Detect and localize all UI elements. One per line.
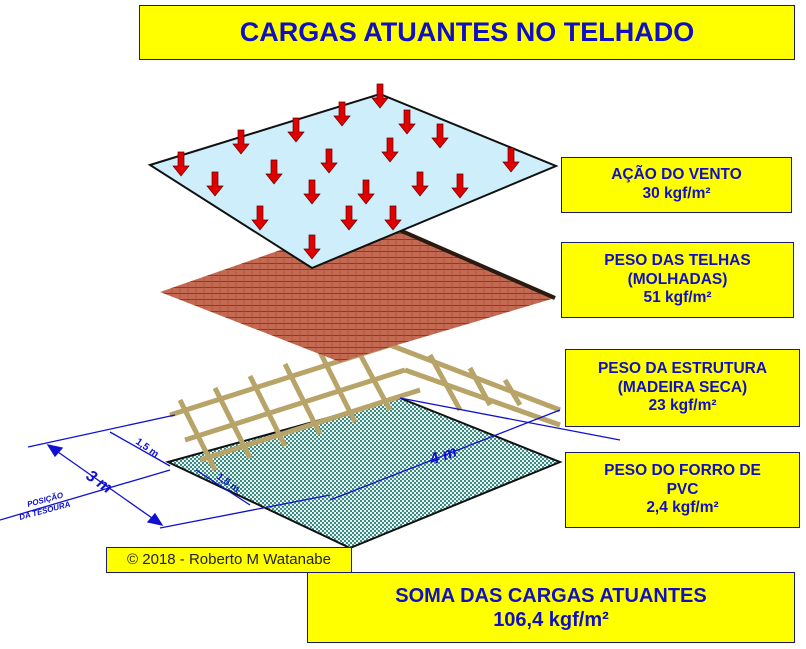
down-arrow-icon xyxy=(303,179,321,205)
down-arrow-icon xyxy=(340,205,358,231)
copyright-text: © 2018 - Roberto M Watanabe xyxy=(127,551,331,568)
load-box-structure: PESO DA ESTRUTURA(MADEIRA SECA)23 kgf/m² xyxy=(565,349,800,427)
load-label: (MADEIRA SECA) xyxy=(617,378,748,396)
title-text: CARGAS ATUANTES NO TELHADO xyxy=(239,17,695,48)
load-value: 23 kgf/m² xyxy=(648,397,717,415)
load-box-tiles: PESO DAS TELHAS(MOLHADAS)51 kgf/m² xyxy=(561,242,794,318)
down-arrow-icon xyxy=(411,171,429,197)
page-title: CARGAS ATUANTES NO TELHADO xyxy=(139,5,795,60)
dim-3m: 3 m xyxy=(83,467,115,497)
down-arrow-icon xyxy=(172,151,190,177)
down-arrow-icon xyxy=(303,234,321,260)
load-value: 51 kgf/m² xyxy=(643,289,712,307)
load-label: AÇÃO DO VENTO xyxy=(611,166,742,184)
down-arrow-icon xyxy=(287,117,305,143)
ceiling-pvc-plane xyxy=(165,396,563,550)
down-arrow-icon xyxy=(206,171,224,197)
load-label: PESO DA ESTRUTURA xyxy=(597,360,768,378)
down-arrow-icon xyxy=(265,159,283,185)
dimension-lines xyxy=(0,397,621,529)
down-arrow-icon xyxy=(232,129,250,155)
wind-arrows xyxy=(172,83,520,260)
copyright: © 2018 - Roberto M Watanabe xyxy=(106,547,352,573)
down-arrow-icon xyxy=(320,148,338,174)
load-value: 2,4 kgf/m² xyxy=(646,499,719,517)
down-arrow-icon xyxy=(333,101,351,127)
roof-tiles xyxy=(160,218,555,362)
down-arrow-icon xyxy=(384,205,402,231)
down-arrow-icon xyxy=(431,123,449,149)
load-label: (MOLHADAS) xyxy=(627,270,728,288)
down-arrow-icon xyxy=(381,137,399,163)
load-label: PESO DO FORRO DE xyxy=(604,462,761,480)
down-arrow-icon xyxy=(251,205,269,231)
dim-1-5m-a: 1,5 m xyxy=(133,436,160,460)
load-label: PVC xyxy=(666,480,699,498)
total-label: SOMA DAS CARGAS ATUANTES xyxy=(395,584,707,607)
wind-plane xyxy=(147,92,559,270)
wood-structure xyxy=(169,342,561,472)
load-label: PESO DAS TELHAS xyxy=(604,252,751,270)
down-arrow-icon xyxy=(398,109,416,135)
down-arrow-icon xyxy=(451,173,469,199)
total-value: 106,4 kgf/m² xyxy=(493,608,609,631)
down-arrow-icon xyxy=(502,147,520,173)
down-arrow-icon xyxy=(357,179,375,205)
load-value: 30 kgf/m² xyxy=(642,185,711,202)
down-arrow-icon xyxy=(371,83,389,109)
